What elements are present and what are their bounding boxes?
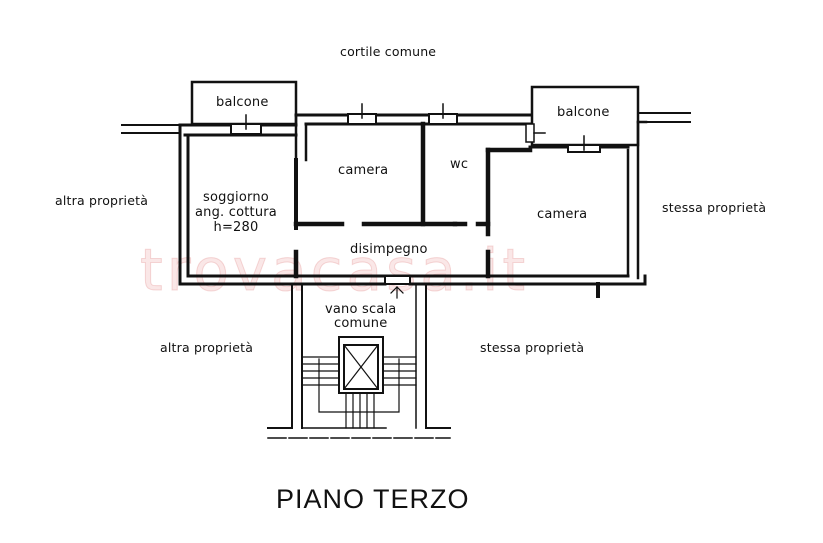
label-cortile-comune: cortile comune (340, 44, 437, 59)
room-balcone-left: balcone (216, 95, 269, 110)
room-soggiorno: soggiorno ang. cottura h=280 (195, 190, 277, 235)
room-camera-left: camera (338, 163, 389, 178)
floor-title: PIANO TERZO (276, 484, 470, 514)
room-soggiorno-name: soggiorno (203, 190, 269, 205)
watermark: trovacasa.it (139, 236, 530, 305)
room-soggiorno-height: h=280 (213, 220, 259, 235)
label-stessa-proprieta-lower: stessa proprietà (480, 340, 585, 355)
room-camera-right: camera (537, 207, 588, 222)
label-altra-proprieta-lower: altra proprietà (160, 340, 254, 355)
label-altra-proprieta-upper: altra proprietà (55, 193, 149, 208)
label-stessa-proprieta-upper: stessa proprietà (662, 200, 767, 215)
room-vano-scala: vano scala comune (325, 303, 396, 331)
room-balcone-right: balcone (557, 105, 610, 120)
room-vano-scala-line1: vano scala (325, 302, 397, 317)
room-disimpegno: disimpegno (350, 242, 428, 257)
room-wc: wc (450, 157, 469, 172)
room-soggiorno-subtitle: ang. cottura (195, 205, 277, 220)
room-vano-scala-line2: comune (334, 316, 388, 331)
